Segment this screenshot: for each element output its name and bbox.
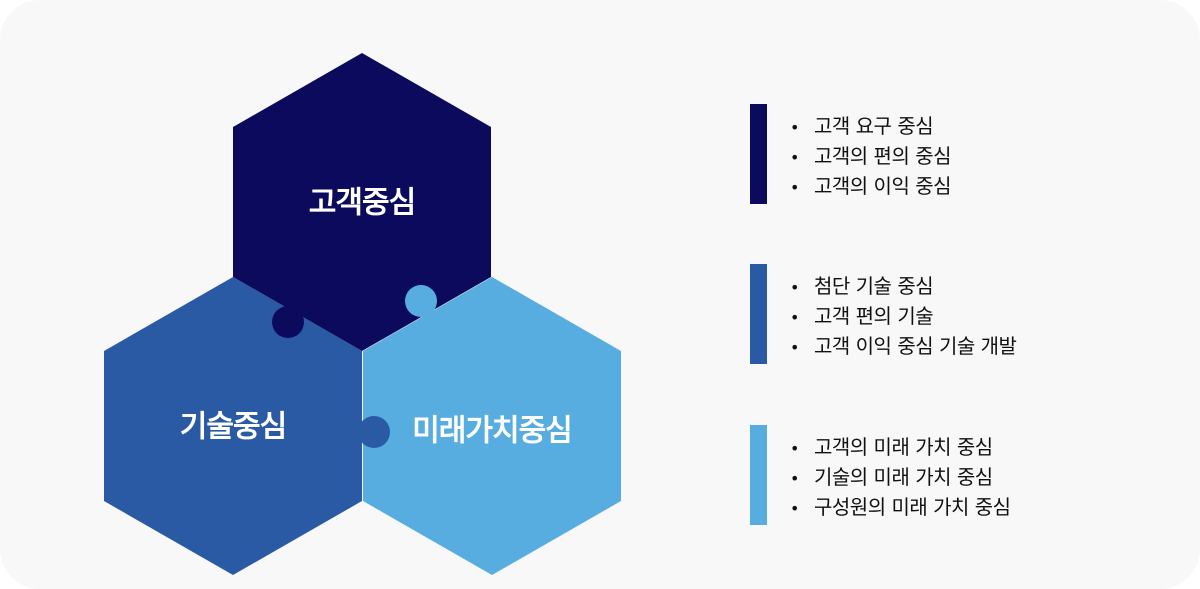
list-item: • 고객의 미래 가치 중심 (790, 433, 1011, 463)
bullet: • (790, 499, 799, 518)
list-item-text: 고객 편의 기술 (814, 304, 934, 328)
list-item-text: 고객 이익 중심 기술 개발 (814, 334, 1017, 358)
hexagon-technology (104, 277, 362, 575)
bullet: • (790, 308, 799, 327)
list-group-future-value: • 고객의 미래 가치 중심 • 기술의 미래 가치 중심 • 구성원의 미래 가치 … (750, 425, 1170, 525)
connector-knob-technology (358, 416, 390, 448)
list-item-text: 고객 요구 중심 (814, 114, 934, 138)
hexagon-label-technology: 기술중심 (180, 410, 286, 445)
list-group-technology: • 첨단 기술 중심 • 고객 편의 기술 • 고객 이익 중심 기술 개발 (750, 264, 1170, 364)
connector-knob-customer (272, 306, 304, 338)
list-item-text: 고객의 편의 중심 (814, 144, 952, 168)
color-bar-technology (750, 264, 767, 364)
list-item: • 고객 편의 기술 (790, 302, 1016, 332)
color-bar-customer (750, 104, 767, 204)
list-item-text: 고객의 이익 중심 (814, 174, 952, 198)
list-item-text: 첨단 기술 중심 (814, 274, 934, 298)
color-bar-future-value (750, 425, 767, 525)
list-item: • 고객 요구 중심 (790, 112, 951, 142)
hexagon-customer (233, 53, 491, 351)
bullet-list: • 첨단 기술 중심 • 고객 편의 기술 • 고객 이익 중심 기술 개발 (790, 272, 1017, 362)
bullet: • (790, 148, 799, 167)
bullet: • (790, 278, 799, 297)
list-item: • 고객의 편의 중심 (790, 142, 952, 172)
bullet: • (790, 118, 799, 137)
bullet: • (790, 338, 799, 357)
list-item: • 구성원의 미래 가치 중심 (790, 493, 1011, 523)
list-item-text: 구성원의 미래 가치 중심 (814, 495, 1011, 519)
list-item: • 기술의 미래 가치 중심 (790, 463, 1011, 493)
hexagon-label-customer: 고객중심 (309, 186, 415, 221)
bullet-list: • 고객 요구 중심 • 고객의 편의 중심 • 고객의 이익 중심 (790, 112, 952, 202)
connector-knob-future-value (405, 285, 437, 317)
list-item-text: 기술의 미래 가치 중심 (814, 465, 993, 489)
list-group-customer: • 고객 요구 중심 • 고객의 편의 중심 • 고객의 이익 중심 (750, 104, 1170, 204)
hexagon-future-value (363, 277, 621, 575)
list-item: • 고객의 이익 중심 (790, 172, 952, 202)
hexagon-label-future-value: 미래가치중심 (412, 414, 572, 449)
bullet-list: • 고객의 미래 가치 중심 • 기술의 미래 가치 중심 • 구성원의 미래 가치 … (790, 433, 1011, 523)
list-item: • 고객 이익 중심 기술 개발 (790, 332, 1017, 362)
list-item-text: 고객의 미래 가치 중심 (814, 435, 993, 459)
list-item: • 첨단 기술 중심 (790, 272, 1016, 302)
bullet: • (790, 178, 799, 197)
bullet: • (790, 469, 799, 488)
bullet: • (790, 439, 799, 458)
